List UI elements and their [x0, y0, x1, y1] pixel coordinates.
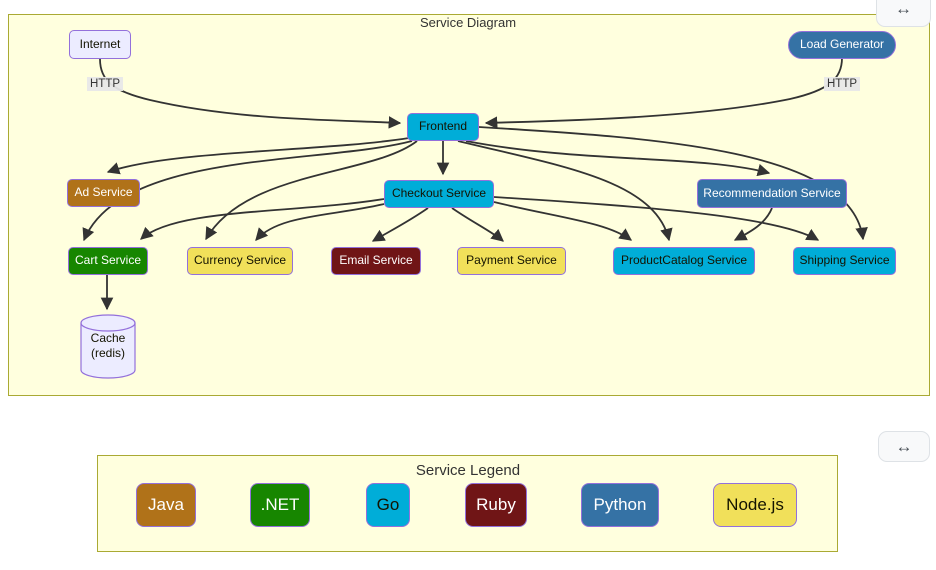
node-load-generator: Load Generator: [788, 31, 896, 59]
edge-label-http-internet: HTTP: [87, 77, 124, 91]
left-right-arrow-icon: ↔: [895, 436, 913, 456]
node-recommendation-service: Recommendation Service: [697, 179, 847, 208]
cache-label: Cache (redis): [90, 331, 126, 360]
node-internet: Internet: [69, 30, 131, 59]
node-ad-service: Ad Service: [67, 179, 140, 207]
node-frontend: Frontend: [407, 113, 479, 141]
left-right-arrow-icon: ↔: [895, 0, 912, 18]
node-email-service: Email Service: [331, 247, 421, 275]
diagram-title: Service Diagram: [419, 15, 517, 30]
node-payment-service: Payment Service: [457, 247, 566, 275]
legend-title: Service Legend: [415, 462, 521, 479]
node-checkout-service: Checkout Service: [384, 180, 494, 208]
node-currency-service: Currency Service: [187, 247, 293, 275]
database-cylinder-icon: [80, 314, 136, 379]
legend-item-ruby: Ruby: [465, 483, 527, 527]
expand-legend-button[interactable]: ↔: [878, 431, 930, 462]
legend-item-java: Java: [136, 483, 196, 527]
expand-diagram-button[interactable]: ↔: [876, 0, 931, 27]
legend-item-python: Python: [581, 483, 659, 527]
node-cart-service: Cart Service: [68, 247, 148, 275]
legend-item-go: Go: [366, 483, 410, 527]
edge-label-http-loadgen: HTTP: [824, 77, 861, 91]
legend-item-nodejs: Node.js: [713, 483, 797, 527]
legend-item-dotnet: .NET: [250, 483, 310, 527]
node-cache-redis: Cache (redis): [80, 313, 136, 380]
node-shipping-service: Shipping Service: [793, 247, 896, 275]
node-productcatalog-service: ProductCatalog Service: [613, 247, 755, 275]
